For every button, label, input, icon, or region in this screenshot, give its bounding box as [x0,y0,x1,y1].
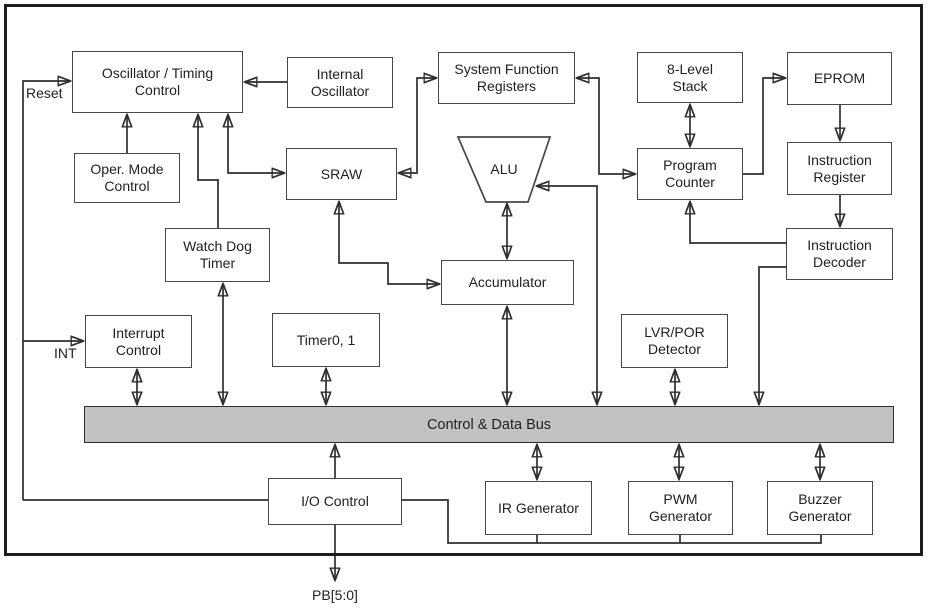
wire-osc-sraw [228,115,284,173]
wire-alu-bus [537,186,597,404]
block-pwm-generator: PWM Generator [628,481,733,535]
pin-label-reset: Reset [26,85,63,101]
alu-shape [456,136,552,203]
block-io-control: I/O Control [268,478,402,525]
block-eprom: EPROM [787,52,892,105]
block-watch-dog-timer: Watch Dog Timer [165,228,270,282]
control-data-bus: Control & Data Bus [84,406,894,443]
block-timer0-1: Timer0, 1 [272,313,380,367]
wire-decoder-to-pc [690,202,786,244]
chip-outline [4,4,923,556]
block-interrupt-control: Interrupt Control [85,315,192,368]
wire-sraw-accumulator [339,202,439,284]
wire-sfr-program-counter [577,78,635,174]
wire-io-generator-routing [402,499,822,544]
block-buzzer-generator: Buzzer Generator [767,481,873,535]
pin-label-int: INT [54,345,77,361]
wire-sraw-sfr [399,78,436,173]
block-internal-oscillator: Internal Oscillator [287,57,393,108]
block-sraw: SRAW [286,148,397,200]
block-oscillator-timing-control: Oscillator / Timing Control [72,51,243,113]
block-accumulator: Accumulator [441,260,574,305]
block-instruction-register: Instruction Register [787,142,892,195]
block-system-function-registers: System Function Registers [438,52,575,104]
block-lvr-por-detector: LVR/POR Detector [621,314,728,368]
wire-pc-to-eprom [743,78,785,175]
pin-label-pb: PB[5:0] [312,587,358,603]
block-8-level-stack: 8-Level Stack [637,52,743,103]
block-alu-label: ALU [490,161,518,177]
wire-watchdog-to-osc [198,115,219,228]
wire-reset-rail [22,81,70,500]
block-ir-generator: IR Generator [485,481,592,535]
wire-decoder-to-bus [759,266,786,404]
block-instruction-decoder: Instruction Decoder [786,228,893,280]
block-program-counter: Program Counter [637,148,743,200]
block-oper-mode-control: Oper. Mode Control [74,153,180,203]
